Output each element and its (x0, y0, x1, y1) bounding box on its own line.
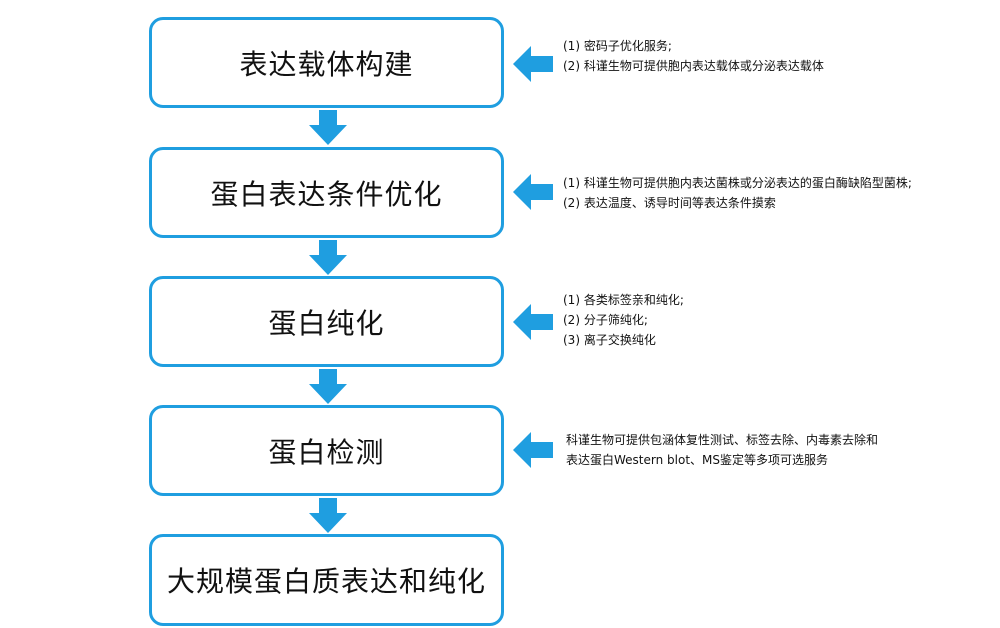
stage-label-3: 蛋白纯化 (268, 306, 385, 340)
note-line: (1) 科谨生物可提供胞内表达菌株或分泌表达的蛋白酶缺陷型菌株; (563, 176, 912, 190)
stage-label-4: 蛋白检测 (268, 435, 385, 469)
stage-label-5: 大规模蛋白质表达和纯化 (166, 565, 486, 598)
stage-notes-2: (1) 科谨生物可提供胞内表达菌株或分泌表达的蛋白酶缺陷型菌株; (2) 表达温… (563, 173, 912, 213)
down-arrow-icon (309, 369, 347, 404)
stage-box-1: 表达载体构建 (149, 17, 504, 108)
note-line: (2) 表达温度、诱导时间等表达条件摸索 (563, 196, 776, 210)
stage-notes-4: 科谨生物可提供包涵体复性测试、标签去除、内毒素去除和 表达蛋白Western b… (566, 430, 878, 470)
left-arrow-icon (513, 304, 553, 340)
left-arrow-icon (513, 46, 553, 82)
note-line: (2) 科谨生物可提供胞内表达载体或分泌表达载体 (563, 59, 824, 73)
down-arrow-icon (309, 240, 347, 275)
stage-label-2: 蛋白表达条件优化 (210, 177, 443, 211)
down-arrow-icon (309, 110, 347, 145)
stage-box-3: 蛋白纯化 (149, 276, 504, 367)
left-arrow-icon (513, 174, 553, 210)
down-arrow-icon (309, 498, 347, 533)
stage-notes-1: (1) 密码子优化服务; (2) 科谨生物可提供胞内表达载体或分泌表达载体 (563, 36, 824, 76)
note-line: 科谨生物可提供包涵体复性测试、标签去除、内毒素去除和 (566, 433, 879, 447)
stage-label-1: 表达载体构建 (239, 47, 414, 81)
note-line: 表达蛋白Western blot、MS鉴定等多项可选服务 (566, 453, 828, 467)
stage-box-5: 大规模蛋白质表达和纯化 (149, 534, 504, 626)
stage-box-2: 蛋白表达条件优化 (149, 147, 504, 238)
stage-notes-3: (1) 各类标签亲和纯化; (2) 分子筛纯化; (3) 离子交换纯化 (563, 290, 684, 350)
note-line: (2) 分子筛纯化; (563, 313, 648, 327)
stage-box-4: 蛋白检测 (149, 405, 504, 496)
note-line: (1) 各类标签亲和纯化; (563, 293, 684, 307)
note-line: (1) 密码子优化服务; (563, 39, 672, 53)
note-line: (3) 离子交换纯化 (563, 333, 656, 347)
left-arrow-icon (513, 432, 553, 468)
